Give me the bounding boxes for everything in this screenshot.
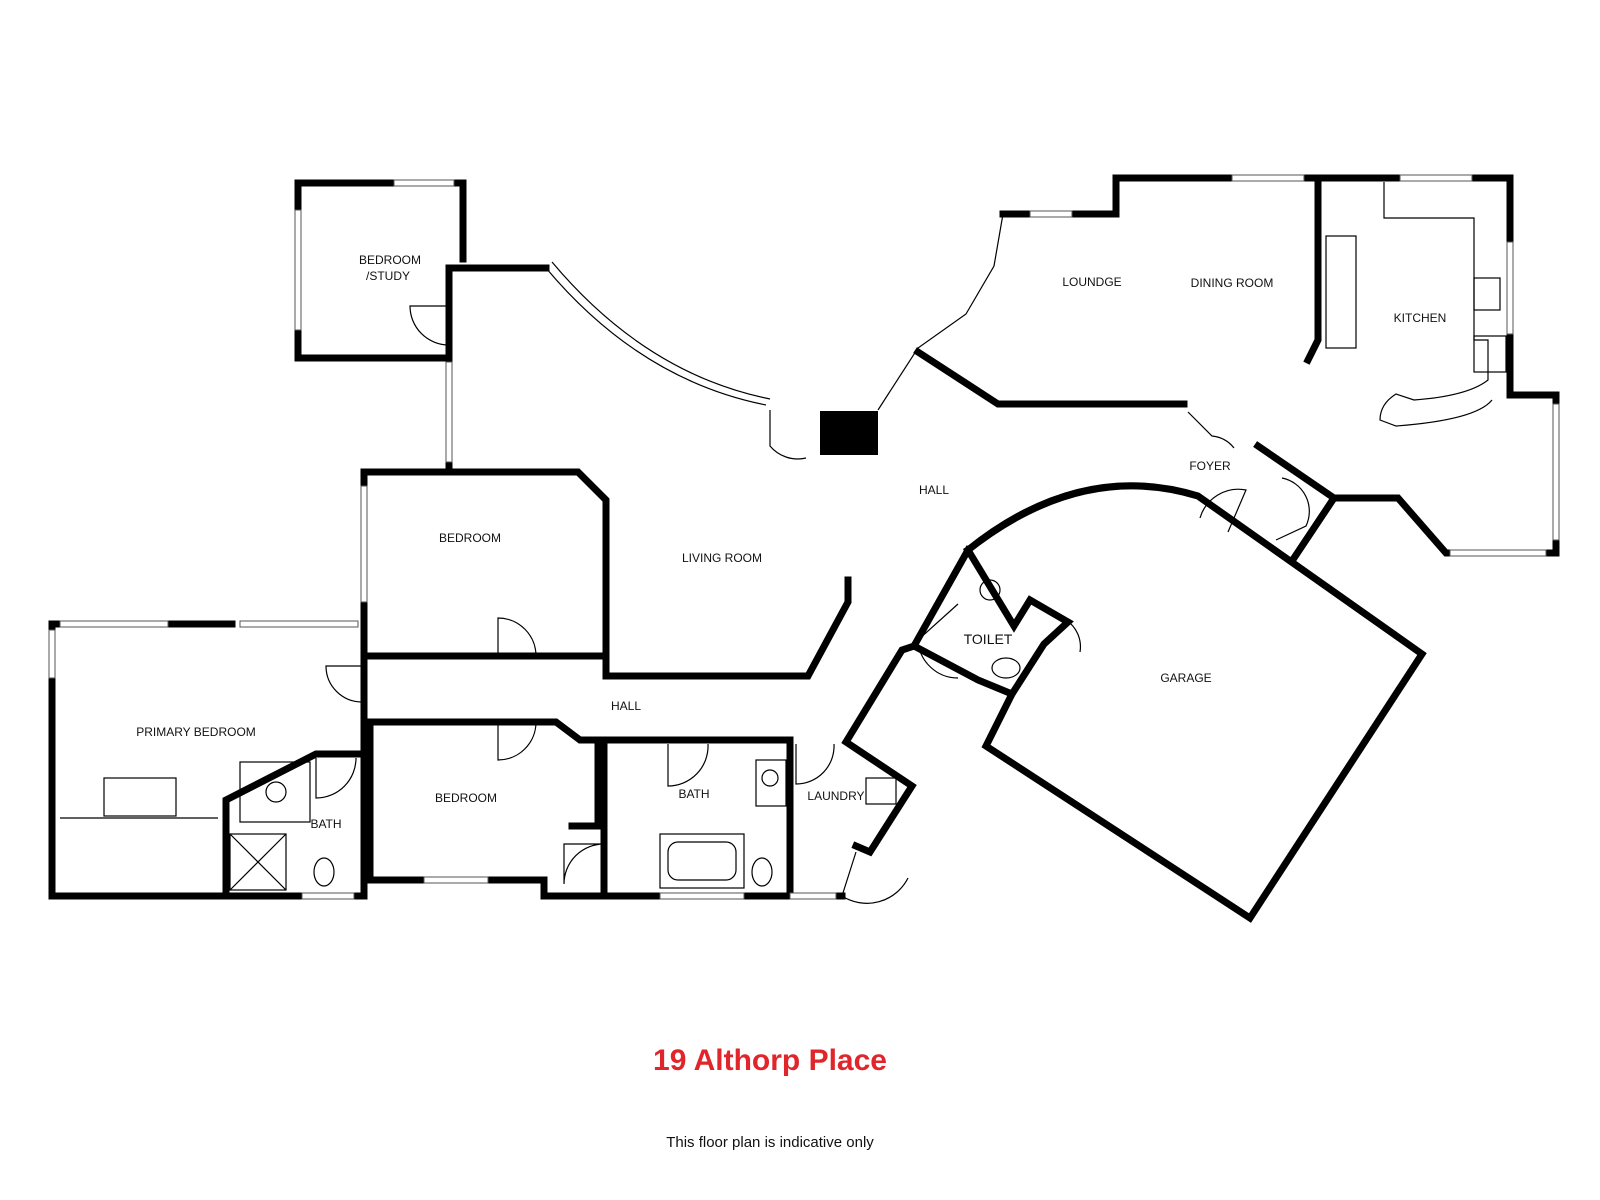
laundry-tub [865,777,897,805]
door [563,843,605,885]
door [497,617,537,657]
door [1187,411,1235,449]
door [325,665,363,703]
label-primary-bedroom: PRIMARY BEDROOM [136,725,256,739]
door [1043,619,1082,653]
door [1275,477,1310,541]
wall-primary [48,620,368,900]
wall-bath-main [594,736,794,900]
label-foyer: FOYER [1189,459,1231,473]
door [497,721,537,761]
label-lounge: LOUNDGE [1062,275,1121,289]
door [769,410,807,460]
label-bedroom-lower: BEDROOM [435,791,497,805]
door [841,851,909,904]
vanity [239,761,311,823]
floor-plan: BEDROOM /STUDY LOUNDGE DINING ROOM KITCH… [48,174,1560,923]
toilet-fixture [751,857,773,887]
kitchen-bench [1379,182,1493,427]
toilet-fixture [991,657,1021,679]
disclaimer-note: This floor plan is indicative only [666,1134,874,1151]
label-kitchen: KITCHEN [1394,311,1447,325]
chimney [820,411,878,455]
wall-lower-south [366,718,846,900]
door [667,743,709,787]
window [1399,174,1473,182]
door [795,743,835,785]
kitchen-sink [1473,277,1501,311]
door [315,757,357,799]
label-bath-ensuite: BATH [310,817,341,831]
label-bath-main: BATH [678,787,709,801]
window [1231,174,1305,182]
shower-x [229,833,287,891]
label-dining: DINING ROOM [1191,276,1274,290]
address-title: 19 Althorp Place [653,1044,887,1077]
window [48,629,56,679]
window [1029,210,1073,218]
bathtub-inner [667,841,737,881]
wall-kitchen-divider [1303,174,1322,365]
wall-living-west [445,264,550,470]
label-living: LIVING ROOM [682,551,762,565]
wall-laundry [841,641,919,857]
basin [265,781,287,803]
door [1199,488,1247,533]
wall-lounge-north [999,174,1560,557]
shower [229,833,287,891]
wall-foyer-east [1253,441,1339,563]
label-hall-lower: HALL [611,699,641,713]
vanity [755,759,787,807]
cooktop [1473,335,1507,373]
window [423,876,489,884]
wall-garage [963,482,1427,923]
basin [761,769,779,787]
window [239,620,359,628]
wall-living-curve-inner [551,261,771,400]
window [59,620,169,628]
window [445,361,453,463]
bathtub [659,833,745,889]
wall-lounge-angled [877,213,1004,411]
label-toilet: TOILET [964,631,1013,647]
wall-lower-bedroom [366,718,602,830]
toilet-fixture [313,857,335,887]
door [917,603,959,679]
wardrobe [103,777,177,817]
wall-living-east [360,468,852,680]
window [294,209,302,331]
label-hall-main: HALL [919,483,949,497]
label-garage: GARAGE [1160,671,1211,685]
label-laundry: LAUNDRY [807,789,864,803]
wall-bedroom-study [294,179,467,362]
kitchen-counter [1325,235,1357,349]
window [360,485,368,603]
window [789,892,837,900]
window [1449,549,1547,557]
wall-hall-north [913,347,1188,408]
window [301,892,355,900]
wall-living-curve [545,267,767,406]
window [1506,241,1514,335]
wall-ensuite [222,750,368,900]
label-bedroom-study-sub: /STUDY [366,269,410,283]
window [393,179,455,187]
basin [979,579,1001,601]
door [409,305,450,346]
label-bedroom-mid: BEDROOM [439,531,501,545]
label-bedroom-study: BEDROOM [359,253,421,267]
window [659,892,745,900]
window [1552,403,1560,541]
